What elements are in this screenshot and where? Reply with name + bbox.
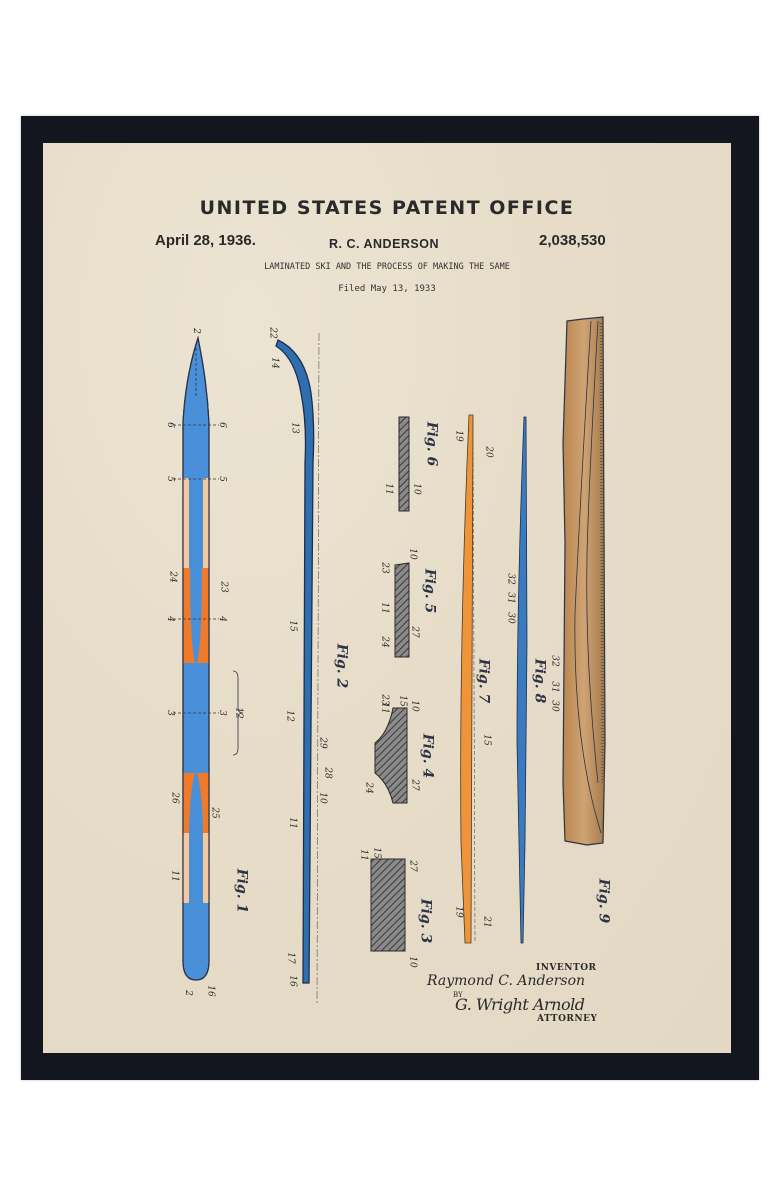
fig6-cross-section xyxy=(398,416,410,512)
callout: 11 xyxy=(287,817,298,829)
fig2-ski-side-view xyxy=(275,332,320,1004)
callout: 15 xyxy=(397,695,408,707)
callout: 12 xyxy=(233,707,244,719)
callout: 11 xyxy=(379,602,390,614)
callout: 6 xyxy=(164,422,175,428)
callout: 24 xyxy=(167,571,178,583)
callout: 30 xyxy=(549,700,560,712)
fig8-lamination-strip xyxy=(516,416,528,944)
callout: 27 xyxy=(407,860,418,872)
fig8-label: Fig. 8 xyxy=(531,658,548,704)
callout: 10 xyxy=(407,956,418,968)
callout: 22 xyxy=(267,327,278,339)
fig9-label: Fig. 9 xyxy=(595,878,612,924)
callout: 23 xyxy=(218,581,229,593)
callout: 16 xyxy=(287,975,298,987)
patent-drawings xyxy=(173,316,606,1004)
inventor-label: INVENTOR xyxy=(536,963,597,973)
callout: 23 xyxy=(379,694,390,706)
callout: 17 xyxy=(285,952,296,964)
fig7-lamination-strip xyxy=(460,414,476,944)
callout: 32 xyxy=(505,573,516,585)
callout: 23 xyxy=(379,562,390,574)
callout: 10 xyxy=(317,792,328,804)
inventor-signature: Raymond C. Anderson xyxy=(427,973,586,989)
by-label: BY xyxy=(453,991,463,999)
attorney-label: ATTORNEY xyxy=(537,1014,598,1024)
callout: 11 xyxy=(169,870,180,882)
picture-frame: UNITED STATES PATENT OFFICE April 28, 19… xyxy=(21,116,759,1080)
callout: 24 xyxy=(363,782,374,794)
callout: 15 xyxy=(287,620,298,632)
callout: 31 xyxy=(549,681,560,693)
callout: 30 xyxy=(505,612,516,624)
callout: 32 xyxy=(549,655,560,667)
callout: 28 xyxy=(322,767,333,779)
fig3-label: Fig. 3 xyxy=(417,898,434,944)
callout: 11 xyxy=(383,483,394,495)
callout: 19 xyxy=(453,906,464,918)
callout: 27 xyxy=(409,626,420,638)
callout: 10 xyxy=(409,700,420,712)
callout: 25 xyxy=(209,807,220,819)
callout: 15 xyxy=(371,847,382,859)
callout: 2 xyxy=(182,990,193,996)
fig3-cross-section xyxy=(370,858,406,952)
patent-print: UNITED STATES PATENT OFFICE April 28, 19… xyxy=(43,143,731,1053)
fig1-ski-top-view xyxy=(173,335,244,981)
fig6-label: Fig. 6 xyxy=(423,421,440,467)
fig5-cross-section xyxy=(394,562,410,658)
patent-title: LAMINATED SKI AND THE PROCESS OF MAKING … xyxy=(264,262,510,272)
callout: 16 xyxy=(205,985,216,997)
callout: 6 xyxy=(216,422,227,428)
callout: 15 xyxy=(481,734,492,746)
callout: 26 xyxy=(169,792,180,804)
inventor-name: R. C. ANDERSON xyxy=(329,237,440,251)
callout: 12 xyxy=(284,710,295,722)
filed-date: Filed May 13, 1933 xyxy=(338,284,436,294)
callout: 20 xyxy=(483,446,494,458)
fig4-cross-section xyxy=(374,707,408,804)
fig9-wood-block xyxy=(562,316,606,846)
callout: 31 xyxy=(505,592,516,604)
callout: 5 xyxy=(216,476,227,482)
callout: 14 xyxy=(269,357,280,369)
fig5-label: Fig. 5 xyxy=(421,568,438,614)
callout: 19 xyxy=(453,430,464,442)
callout: 21 xyxy=(481,916,492,928)
callout: 2 xyxy=(190,328,201,334)
patent-office-heading: UNITED STATES PATENT OFFICE xyxy=(199,197,575,219)
callout: 4 xyxy=(164,616,175,622)
callout: 10 xyxy=(411,483,422,495)
callout: 4 xyxy=(216,616,227,622)
fig1-label: Fig. 1 xyxy=(233,868,250,914)
callout: 27 xyxy=(409,779,420,791)
callout: 10 xyxy=(407,548,418,560)
callout: 11 xyxy=(358,849,369,861)
patent-number: 2,038,530 xyxy=(539,232,606,249)
callout: 3 xyxy=(164,710,175,716)
patent-date: April 28, 1936. xyxy=(155,232,256,249)
fig2-label: Fig. 2 xyxy=(333,643,350,689)
callout: 5 xyxy=(164,476,175,482)
callout: 29 xyxy=(317,737,328,749)
callout: 3 xyxy=(216,710,227,716)
fig4-label: Fig. 4 xyxy=(419,733,436,779)
callout: 13 xyxy=(289,422,300,434)
fig7-label: Fig. 7 xyxy=(475,658,492,704)
callout: 24 xyxy=(379,636,390,648)
attorney-signature: G. Wright Arnold xyxy=(455,995,585,1014)
